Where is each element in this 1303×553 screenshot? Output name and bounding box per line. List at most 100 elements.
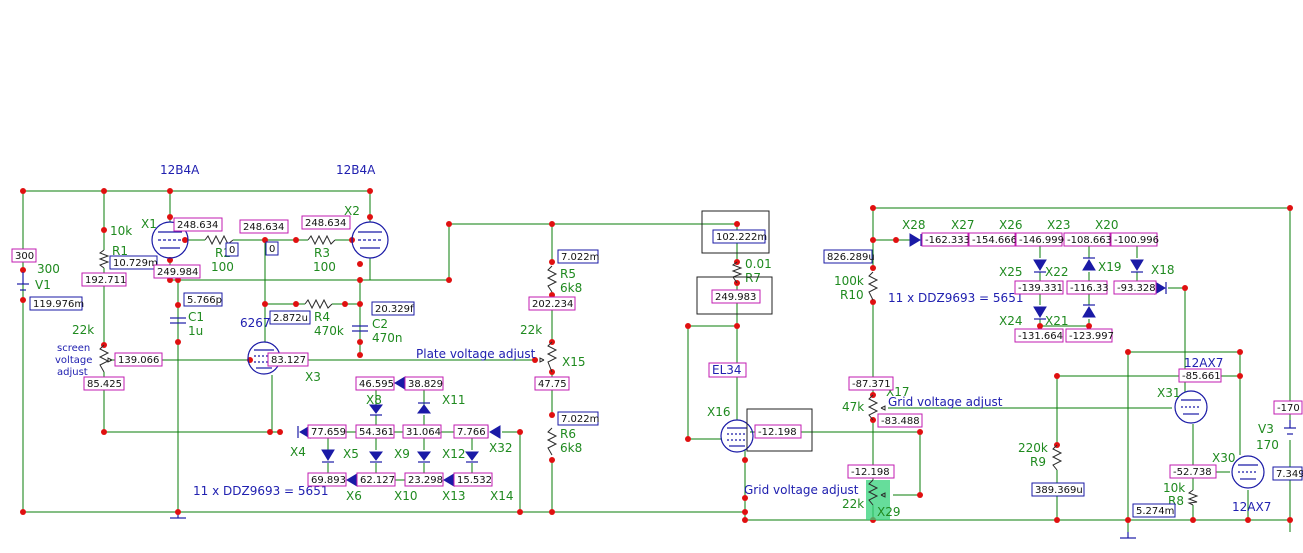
readout-n248c: 248.634 — [305, 218, 346, 229]
tube-x2[interactable] — [351, 221, 389, 259]
r3-designator: R3 — [314, 246, 330, 260]
zener-x32[interactable] — [487, 425, 501, 439]
x18-designator: X18 — [1151, 263, 1175, 277]
x8-designator: X8 — [366, 393, 382, 407]
readout-n154: -154.666 — [972, 235, 1017, 246]
pot-screen-adjust[interactable] — [98, 344, 113, 373]
resistor-r1[interactable] — [98, 249, 110, 269]
tube-x1[interactable] — [151, 221, 189, 259]
tube-x31[interactable] — [1174, 390, 1208, 424]
zener-x9[interactable] — [369, 451, 383, 463]
r7-node-frame — [696, 276, 773, 315]
readout-n0b: 0 — [269, 244, 275, 255]
resistor-r8[interactable] — [1187, 489, 1199, 506]
x3-designator: X3 — [305, 370, 321, 384]
readout-n162: -162.333 — [925, 235, 970, 246]
readout-n85: 85.425 — [87, 379, 122, 390]
zener-x20b[interactable] — [1082, 304, 1096, 318]
resistor-r5[interactable] — [546, 265, 558, 293]
x26-designator: X26 — [999, 218, 1023, 232]
x21-designator: X21 — [1045, 314, 1069, 328]
resistor-r6[interactable] — [546, 427, 558, 456]
x31-type-label: 12AX7 — [1184, 356, 1223, 370]
zener-x18[interactable] — [1130, 259, 1144, 273]
r6-value: 6k8 — [560, 441, 582, 455]
readout-n248a: 248.634 — [177, 220, 218, 231]
resistor-r3[interactable] — [307, 234, 336, 246]
readout-n38: 38.829 — [408, 379, 443, 390]
readout-c1-curr: 5.766p — [187, 295, 222, 306]
x16-type-label: EL34 — [712, 363, 742, 377]
x2-designator: X2 — [344, 204, 360, 218]
zener-x28[interactable] — [909, 233, 922, 247]
pot-grid-adjust[interactable] — [867, 394, 886, 421]
grid-adjust-label-2: Grid voltage adjust — [744, 483, 859, 497]
readout-r9-curr: 389.369u — [1035, 485, 1083, 496]
readout-r8-curr: 5.274m — [1136, 506, 1174, 517]
zener-x19[interactable] — [1082, 257, 1096, 271]
resistor-r7[interactable] — [731, 261, 743, 284]
c1-designator: C1 — [188, 310, 204, 324]
source-v3[interactable] — [1284, 420, 1296, 435]
pot-plate-adjust[interactable] — [539, 341, 558, 373]
r1-value: 10k — [110, 224, 132, 238]
readout-n192: 192.711 — [85, 275, 126, 286]
capacitor-c1[interactable] — [170, 317, 186, 324]
zener-x8[interactable] — [369, 404, 383, 416]
c2-value: 470n — [372, 331, 403, 345]
readout-n23: 23.298 — [408, 475, 443, 486]
readout-n12b: -12.198 — [851, 467, 890, 478]
zener-x10[interactable] — [417, 451, 431, 463]
capacitor-c2[interactable] — [352, 325, 368, 332]
zener-x12[interactable] — [465, 451, 479, 463]
tube-x16[interactable] — [720, 419, 754, 453]
zener-x21[interactable] — [1033, 306, 1047, 320]
ground-right — [1120, 532, 1136, 539]
r5-designator: R5 — [560, 267, 576, 281]
x10-designator: X10 — [394, 489, 418, 503]
zener-x7[interactable] — [392, 376, 406, 390]
source-v1[interactable] — [17, 272, 29, 291]
r9-designator: R9 — [1030, 455, 1046, 469]
readout-v1-curr: 119.976m — [33, 299, 84, 310]
readout-r5-curr: 7.022m — [561, 252, 599, 263]
tube-x30[interactable] — [1231, 455, 1265, 489]
readout-n7: 7.766 — [457, 427, 486, 438]
v3-value: 170 — [1256, 438, 1279, 452]
r5-value: 6k8 — [560, 281, 582, 295]
x23-designator: X23 — [1047, 218, 1071, 232]
x31-designator: X31 — [1157, 386, 1181, 400]
resistor-r4[interactable] — [304, 298, 333, 310]
r3-value: 100 — [313, 260, 336, 274]
zener-x5[interactable] — [321, 449, 335, 463]
screen-adjust-line1: screen — [57, 343, 90, 354]
x1-type-label: 12B4A — [160, 163, 200, 177]
r7-value: 0.01 — [745, 257, 772, 271]
zener-x22[interactable] — [1033, 259, 1047, 273]
x13-designator: X13 — [442, 489, 466, 503]
x30-designator: X30 — [1212, 451, 1236, 465]
readout-r4-curr: 2.872u — [273, 313, 308, 324]
readout-n139: 139.066 — [118, 355, 159, 366]
readout-n87: -87.371 — [852, 379, 891, 390]
resistor-r9[interactable] — [1051, 444, 1063, 471]
x6-designator: X6 — [346, 489, 362, 503]
zener-note-left: 11 x DDZ9693 = 5651 — [193, 484, 328, 498]
pot-screen-value: 22k — [72, 323, 94, 337]
zener-x18b[interactable] — [1154, 281, 1167, 295]
x12-designator: X12 — [442, 447, 466, 461]
r7-designator: R7 — [745, 271, 761, 285]
zener-x6[interactable] — [344, 473, 358, 487]
readout-n108: -108.663 — [1067, 235, 1112, 246]
r10-designator: R10 — [840, 288, 864, 302]
zener-x11[interactable] — [417, 402, 431, 414]
readout-n248b: 248.634 — [243, 222, 284, 233]
x2-type-label: 12B4A — [336, 163, 376, 177]
screen-adjust-line3: adjust — [57, 367, 88, 378]
readout-n12a: -12.198 — [758, 427, 797, 438]
zener-x13[interactable] — [441, 473, 455, 487]
pot-grid-adjust-2[interactable] — [866, 479, 890, 520]
readout-n83b: -83.488 — [881, 416, 920, 427]
resistor-r10[interactable] — [867, 271, 879, 301]
